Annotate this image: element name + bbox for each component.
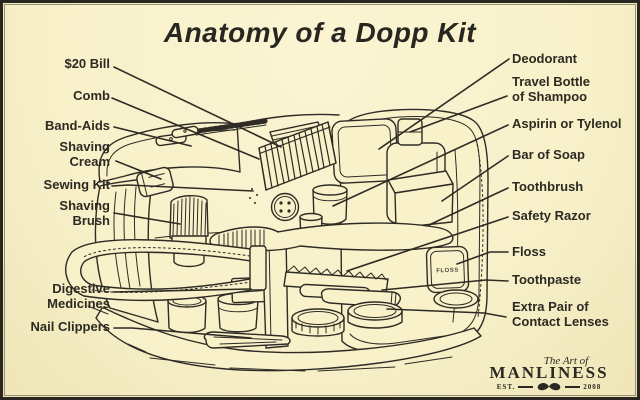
label-toothbrush: Toothbrush <box>512 179 584 194</box>
toothbrush-illustration <box>209 222 454 252</box>
label-shaving-brush: Shaving Brush <box>59 198 110 229</box>
leader-toothpaste <box>381 279 509 291</box>
label-contact-lenses: Extra Pair of Contact Lenses <box>512 299 609 330</box>
page-title: Anatomy of a Dopp Kit <box>163 17 477 48</box>
oval-dish-illustration <box>433 289 479 309</box>
leader-deodorant <box>378 58 510 150</box>
leader-aspirin <box>332 124 509 207</box>
logo-name-text: MANLINESS <box>489 363 609 382</box>
mustache-icon <box>537 383 561 391</box>
label-band-aids: Band-Aids <box>45 118 110 133</box>
leader-floss <box>456 251 509 265</box>
leader-20-bill <box>113 66 282 148</box>
leader-travel-bottle <box>409 95 508 133</box>
logo-year-text: 2008 <box>583 383 602 391</box>
label-shaving-cream: Shaving Cream <box>59 139 110 170</box>
label-comb: Comb <box>73 88 110 103</box>
leader-comb <box>111 97 260 160</box>
floss-box-text: FLOSS <box>436 268 459 275</box>
logo-script-text: The Art of <box>543 355 589 367</box>
label-aspirin: Aspirin or Tylenol <box>512 116 622 131</box>
leader-lines <box>111 58 510 339</box>
label-travel-bottle: Travel Bottle of Shampoo <box>512 74 591 105</box>
logo-rule-left <box>518 386 534 388</box>
leader-digestive <box>112 288 251 293</box>
soap-bar-illustration <box>387 170 454 229</box>
leader-band-aids <box>113 126 192 147</box>
leader-bar-of-soap <box>441 155 509 202</box>
leader-sewing-kit <box>111 184 254 192</box>
logo-est-text: EST. <box>496 383 516 391</box>
cylinder-illustration <box>167 294 207 334</box>
comb-illustration <box>258 121 337 191</box>
leader-safety-razor <box>346 216 509 272</box>
label-toothpaste: Toothpaste <box>512 272 582 287</box>
label-nail-clippers: Nail Clippers <box>30 319 110 334</box>
leader-shaving-cream <box>115 160 162 180</box>
leader-contact-lenses <box>386 308 507 318</box>
shaving-brush-illustration <box>169 195 209 268</box>
label-deodorant: Deodorant <box>512 51 577 66</box>
handle-strap <box>65 239 267 302</box>
tub-illustration <box>217 292 259 333</box>
label-bar-of-soap: Bar of Soap <box>512 147 585 162</box>
tins-illustration <box>291 301 403 337</box>
label-floss: Floss <box>512 244 546 259</box>
leader-shaving-brush <box>113 212 181 225</box>
sewing-kit-illustration <box>249 188 300 222</box>
art-of-manliness-logo: The Art of MANLINESS EST. 2008 <box>478 355 620 392</box>
label-sewing-kit: Sewing Kit <box>43 177 110 192</box>
label-20-bill: $20 Bill <box>64 56 110 71</box>
logo-rule-right <box>565 386 581 388</box>
leader-nail-clippers <box>113 327 252 339</box>
label-safety-razor: Safety Razor <box>512 208 591 223</box>
label-digestive-medicines: Digestive Medicines <box>47 281 110 312</box>
leader-toothbrush <box>428 187 509 226</box>
